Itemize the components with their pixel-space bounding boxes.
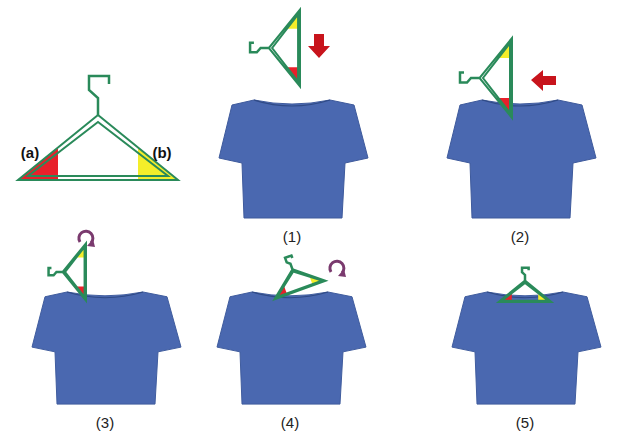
step-number: (1): [283, 228, 301, 246]
step-number: (2): [511, 228, 529, 246]
corner-label: (b): [152, 144, 171, 162]
t-shirt: [447, 100, 596, 218]
left-arrow: [531, 70, 556, 91]
t-shirt: [452, 292, 601, 404]
step-number: (4): [281, 414, 299, 432]
step-number: (5): [516, 414, 534, 432]
t-shirt: [217, 292, 366, 404]
t-shirt: [32, 292, 181, 404]
hanger: [250, 10, 300, 87]
hanger: [499, 268, 552, 302]
hanger: [460, 38, 512, 118]
rotation-arrow: [330, 261, 346, 277]
hanger: [18, 76, 178, 180]
corner-label: (a): [21, 144, 39, 162]
step-number: (3): [96, 414, 114, 432]
down-arrow: [308, 34, 330, 58]
hanger: [262, 247, 325, 299]
t-shirt: [219, 100, 368, 218]
hanger: [49, 243, 86, 301]
rotation-arrow: [79, 231, 95, 247]
